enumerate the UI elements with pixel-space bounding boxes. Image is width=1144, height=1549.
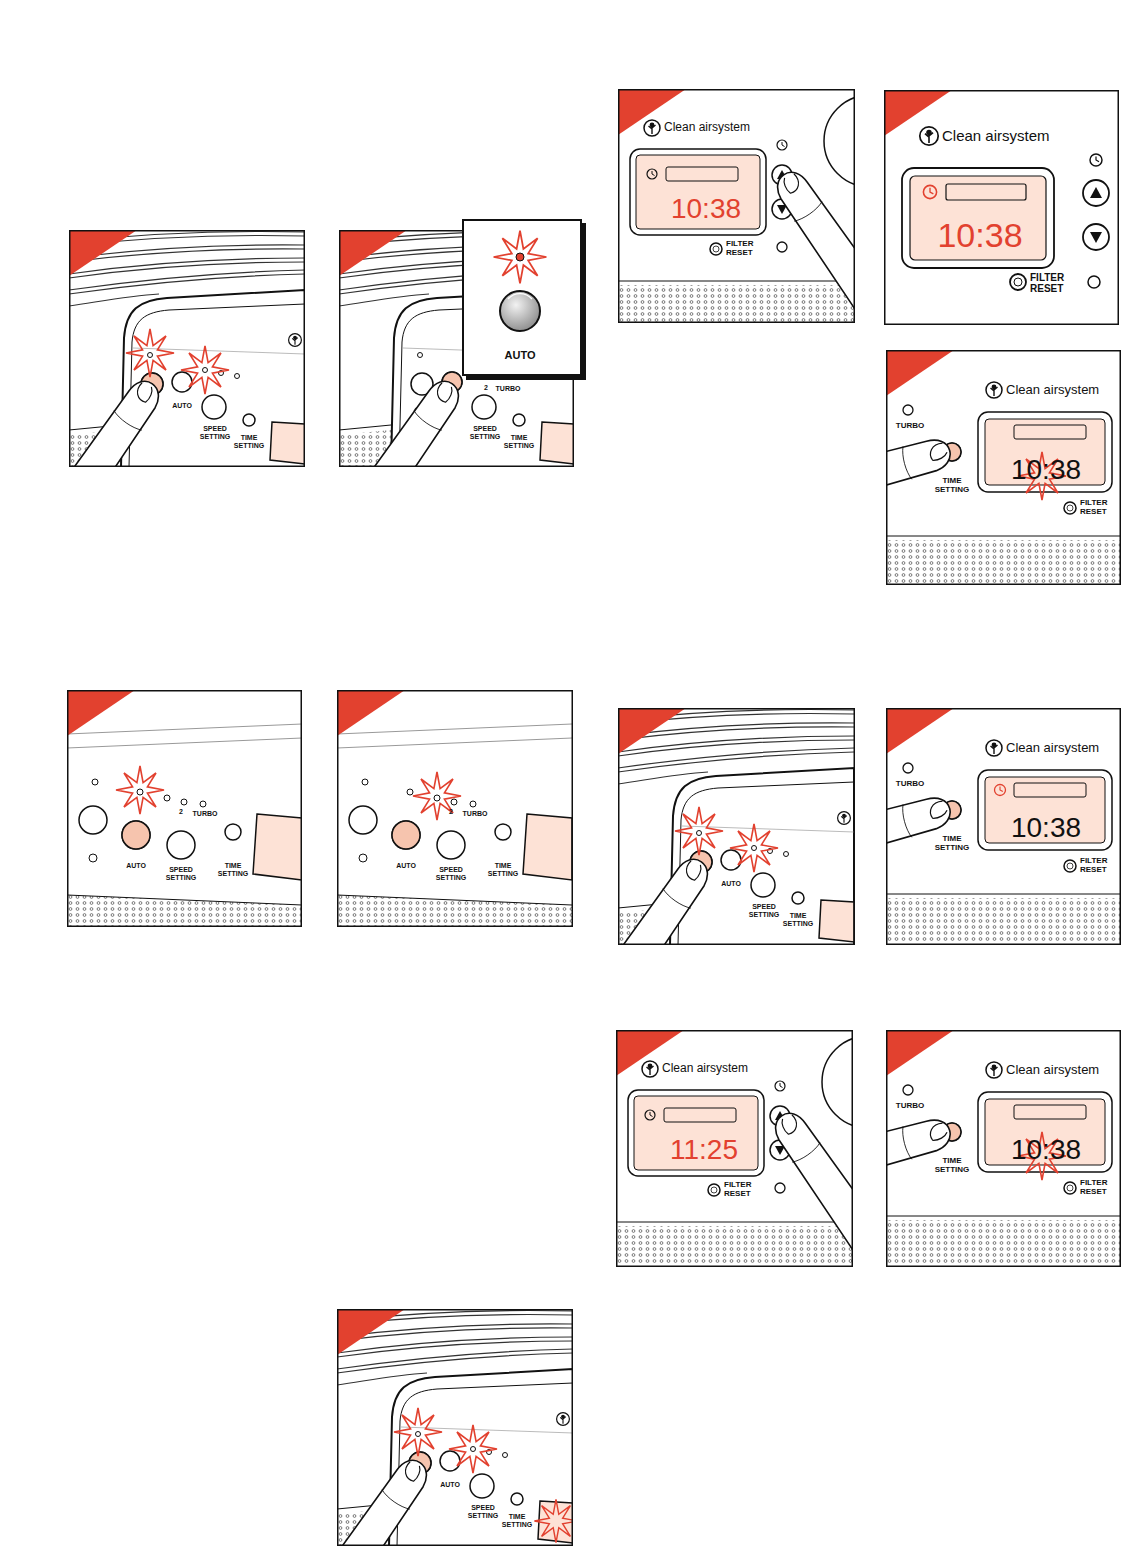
display-digits: 10:38	[1011, 813, 1081, 844]
button-label: TURBO	[896, 780, 924, 789]
button-label: AUTO	[721, 880, 741, 888]
button-label: AUTO	[126, 862, 146, 870]
button-label: FILTER RESET	[1080, 499, 1116, 517]
button-label: TURBO	[463, 810, 488, 818]
button-label: TIME SETTING	[232, 434, 266, 449]
display-digits: 10:38	[1011, 455, 1081, 486]
button-label: FILTER RESET	[726, 240, 762, 258]
button-label: TIME SETTING	[932, 835, 972, 853]
button-label: SPEED SETTING	[198, 425, 232, 440]
brand-logo: Clean airsystem	[1006, 1063, 1099, 1077]
button-label: FILTER RESET	[1080, 857, 1116, 875]
brand-logo: Clean airsystem	[942, 128, 1050, 145]
button-label: TIME SETTING	[781, 912, 815, 927]
button-label: FILTER RESET	[724, 1181, 760, 1199]
button-label: TIME SETTING	[486, 862, 520, 877]
button-label: AUTO	[396, 862, 416, 870]
display-digits: 11:25	[670, 1135, 738, 1166]
button-label: TURBO	[896, 422, 924, 431]
button-label: FILTER RESET	[1080, 1179, 1116, 1197]
button-label: SPEED SETTING	[466, 1504, 500, 1519]
button-label: AUTO	[172, 402, 192, 410]
button-label: AUTO	[440, 1481, 460, 1489]
button-label: AUTO	[505, 349, 536, 361]
button-label: SPEED SETTING	[468, 425, 502, 440]
button-label: TURBO	[896, 1102, 924, 1111]
brand-logo: Clean airsystem	[1006, 741, 1099, 755]
button-label: FILTER RESET	[1030, 272, 1074, 294]
brand-logo: Clean airsystem	[664, 121, 750, 134]
button-label: TIME SETTING	[932, 477, 972, 495]
display-digits: 10:38	[671, 194, 741, 225]
speed-number: 2	[484, 384, 488, 392]
button-label: TIME SETTING	[502, 434, 536, 449]
button-label: SPEED SETTING	[164, 866, 198, 881]
display-digits: 10:38	[1011, 1135, 1081, 1166]
button-label: SPEED SETTING	[434, 866, 468, 881]
button-label: SPEED SETTING	[747, 903, 781, 918]
button-label: TURBO	[193, 810, 218, 818]
speed-number: 2	[449, 808, 453, 816]
brand-logo: Clean airsystem	[1006, 383, 1099, 397]
button-label: TIME SETTING	[216, 862, 250, 877]
speed-number: 2	[179, 808, 183, 816]
button-label: TIME SETTING	[932, 1157, 972, 1175]
display-digits: 10:38	[937, 217, 1022, 254]
button-label: TIME SETTING	[500, 1513, 534, 1528]
brand-logo: Clean airsystem	[662, 1062, 748, 1075]
button-label: TURBO	[496, 385, 521, 393]
